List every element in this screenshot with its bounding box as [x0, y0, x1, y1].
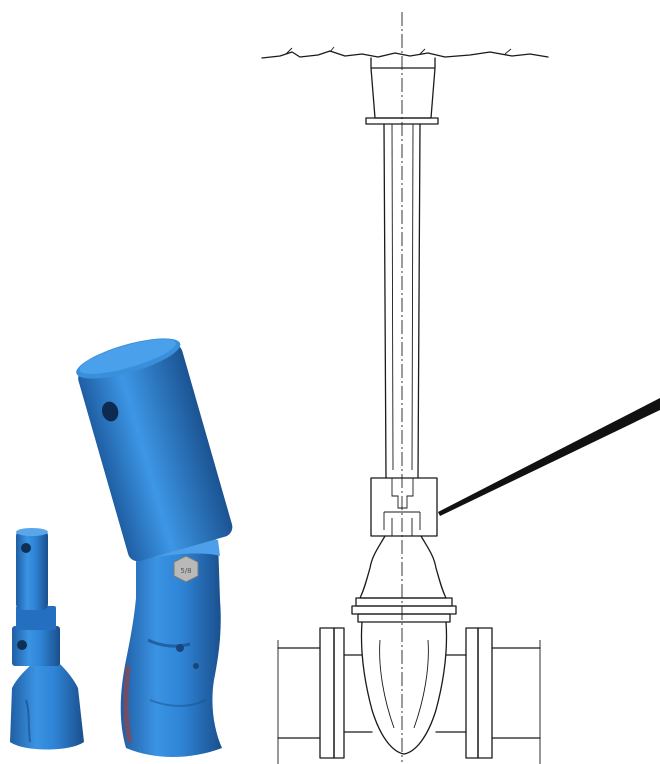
valve-bonnet [359, 535, 447, 599]
cap-flange [365, 117, 439, 125]
right-pipe-flange [435, 627, 541, 764]
valve-body [360, 621, 448, 755]
valve-line-drawing [261, 12, 660, 764]
left-pipe-flange [277, 627, 373, 764]
valve-box-cap [370, 57, 436, 119]
pointer-arrow-icon [438, 398, 660, 516]
small-universal-joint [10, 528, 84, 750]
large-universal-joint: 5/8 [76, 338, 233, 757]
extension-coupling [370, 477, 438, 537]
bonnet-flange [351, 597, 457, 623]
hex-bolt-icon: 5/8 [173, 555, 199, 583]
ground-line [261, 50, 549, 59]
bolt-head-text: 5/8 [180, 567, 191, 575]
extension-rod [383, 123, 421, 479]
